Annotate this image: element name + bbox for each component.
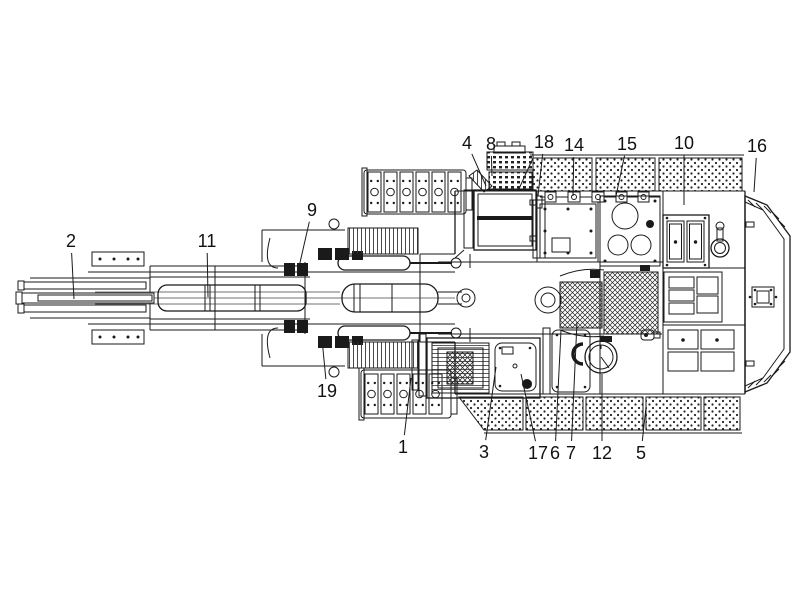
shaft-bearing-blocks	[544, 191, 650, 203]
walkway-grating-bottom	[455, 393, 745, 434]
callout-leader-17	[520, 373, 536, 442]
callout-leader-14	[572, 156, 575, 197]
hydraulic-cylinders	[337, 255, 462, 341]
exhaust-handle	[468, 169, 493, 193]
drawer-hatches	[640, 329, 735, 372]
tank-cap-panel	[599, 195, 661, 267]
callout-leader-11	[206, 252, 209, 298]
filler-lever	[708, 215, 730, 268]
main-tube-cylinder	[341, 283, 476, 313]
callout-number-8: 8	[486, 134, 496, 154]
callout-number-18: 18	[534, 132, 554, 152]
callout-number-12: 12	[592, 443, 612, 463]
boom-tube	[157, 284, 307, 312]
callout-leader-7	[571, 321, 578, 442]
callout-number-9: 9	[307, 200, 317, 220]
rear-bracket	[748, 286, 778, 308]
callout-leader-16	[753, 157, 757, 193]
arm-cross-blocks	[91, 251, 145, 345]
callout-leader-15	[615, 155, 626, 197]
gantry-structure	[261, 218, 419, 378]
shelf-panel	[663, 271, 723, 323]
callout-leader-1	[403, 377, 412, 436]
upper-crawler-track	[361, 167, 473, 217]
callout-leader-5	[641, 406, 647, 442]
callout-number-11: 11	[198, 231, 217, 251]
callout-leader-18	[537, 153, 544, 197]
callout-leader-3	[485, 366, 497, 441]
callout-number-5: 5	[636, 443, 646, 463]
callout-number-19: 19	[317, 381, 337, 401]
callout-number-3: 3	[479, 442, 489, 462]
valve-blocks	[284, 263, 308, 333]
callout-leader-9	[298, 221, 310, 268]
muffler	[532, 199, 546, 259]
double-door-cabinet	[662, 214, 710, 269]
callout-number-15: 15	[617, 134, 637, 154]
boom-arm-assembly	[15, 218, 476, 378]
callout-number-4: 4	[462, 133, 472, 153]
callout-leader-6	[555, 329, 562, 442]
oil-cooler-module	[411, 333, 541, 399]
callout-leader-19	[321, 338, 327, 380]
callout-number-1: 1	[398, 437, 408, 457]
bolted-hatch-panel	[539, 203, 597, 259]
callout-leader-4	[471, 153, 487, 187]
callout-number-10: 10	[674, 133, 694, 153]
callout-number-14: 14	[564, 135, 584, 155]
bucket-bars	[15, 277, 155, 319]
engine-pump-cluster	[460, 199, 662, 342]
air-filter-module	[454, 141, 543, 259]
callout-leader-2	[71, 252, 75, 300]
callout-leader-8	[490, 155, 493, 177]
callout-number-6: 6	[550, 443, 560, 463]
rear-counterweight	[744, 195, 791, 393]
callout-number-7: 7	[566, 443, 576, 463]
callout-number-16: 16	[747, 136, 767, 156]
callout-number-17: 17	[528, 443, 548, 463]
pump-room-panel	[542, 327, 591, 395]
callout-number-2: 2	[66, 231, 76, 251]
